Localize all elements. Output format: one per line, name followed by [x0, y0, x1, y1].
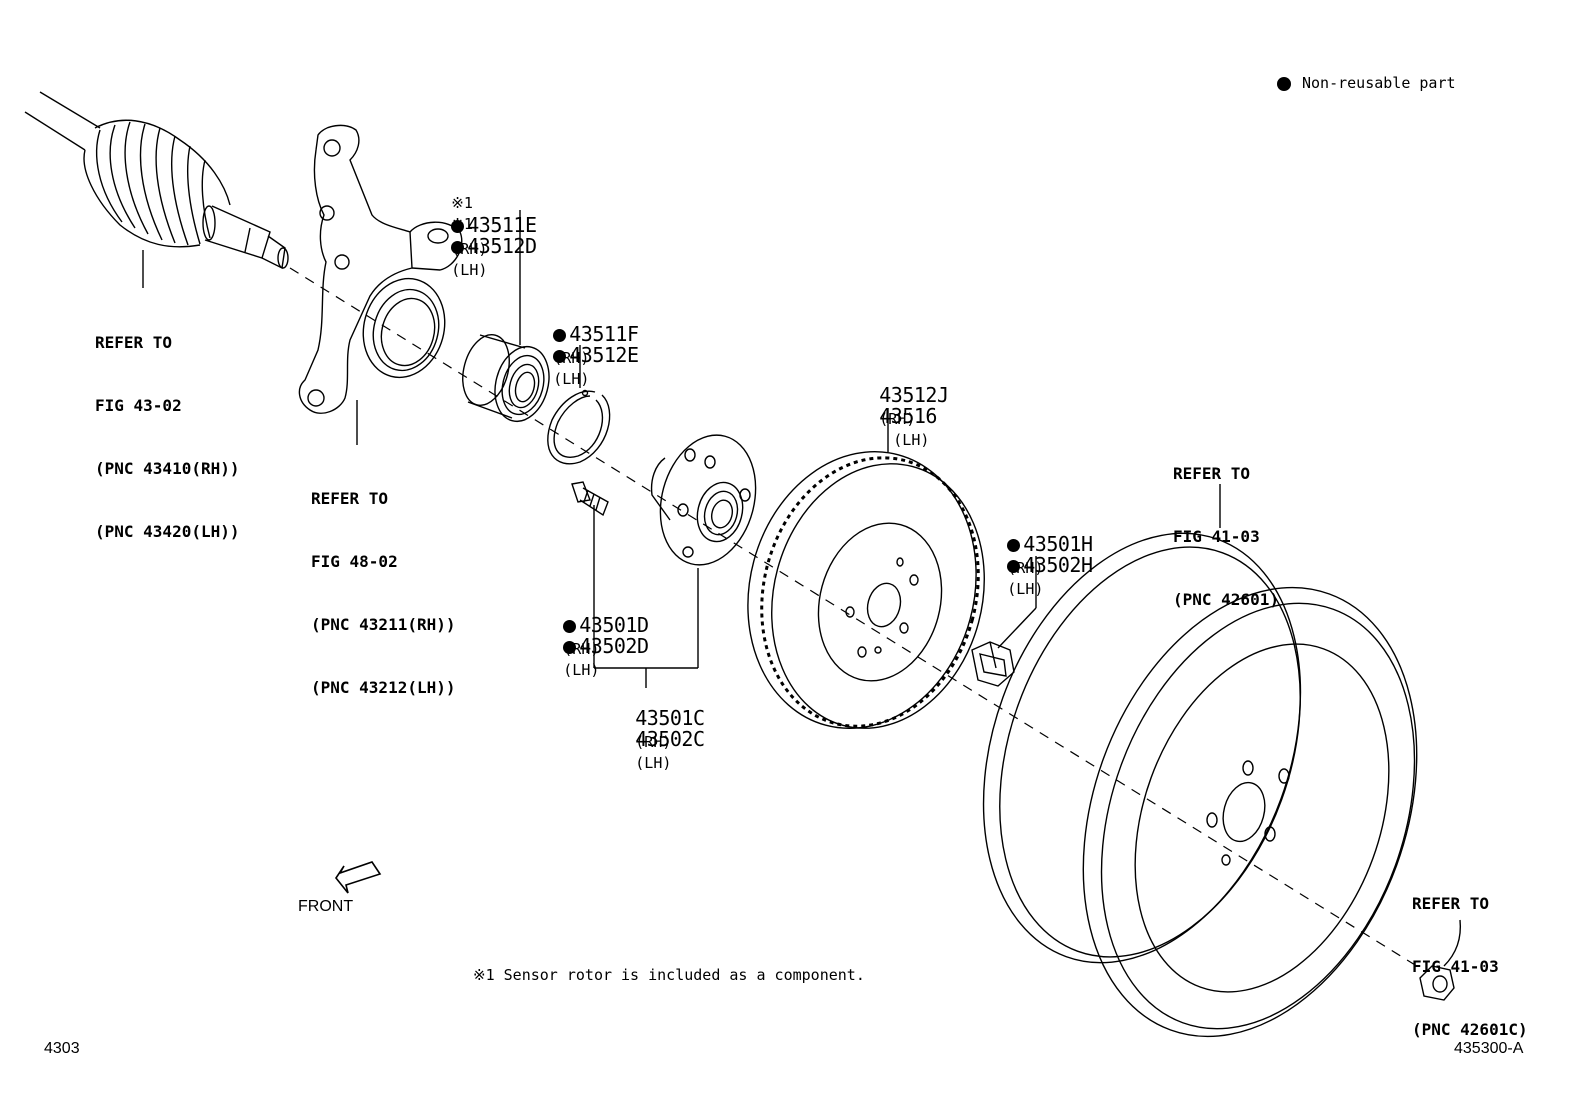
- label-43512D: ※1 43512D (LH): [432, 191, 537, 281]
- pnc: 43512D: [467, 234, 537, 258]
- side: (LH): [635, 754, 672, 772]
- non-reusable-bullet-icon: [553, 350, 567, 363]
- refer-line: (PNC 43212(LH)): [311, 678, 456, 697]
- front-label: FRONT: [298, 898, 354, 915]
- pnc: 43511E: [467, 213, 537, 237]
- non-reusable-bullet-icon: [563, 641, 577, 654]
- label-43516: 43516 (LH): [860, 383, 937, 451]
- snap-ring: [548, 345, 610, 464]
- side: (LH): [893, 431, 930, 449]
- mark-1: ※1: [451, 194, 473, 212]
- side: (LH): [553, 370, 590, 388]
- pnc: 43501C: [635, 706, 705, 730]
- hub-bolt: [572, 482, 698, 668]
- hub-bearing: [455, 210, 557, 427]
- side: (RH): [635, 733, 672, 751]
- refer-line: FIG 41-03: [1412, 957, 1499, 976]
- front-arrow-icon: [336, 862, 380, 893]
- pnc: 43512J: [879, 383, 949, 407]
- label-43502H: 43502H (LH): [988, 532, 1093, 600]
- pnc: 43511F: [569, 322, 639, 346]
- side: (LH): [1007, 580, 1044, 598]
- non-reusable-bullet-icon: [1277, 77, 1291, 91]
- mark-1: ※1: [451, 215, 473, 233]
- figure-code: 435300-A: [1454, 1040, 1524, 1057]
- assembly-axis-line: [290, 268, 1420, 968]
- disc-wheel: [927, 484, 1476, 1083]
- label-43502D: 43502D (LH): [544, 613, 649, 681]
- refer-line: (PNC 42601C): [1412, 1020, 1528, 1039]
- refer-line: REFER TO: [311, 489, 389, 508]
- pnc: 43512E: [569, 343, 639, 367]
- pnc: 43516: [879, 404, 937, 428]
- side: (RH): [879, 410, 916, 428]
- label-43501C: 43501C (RH): [616, 685, 705, 753]
- non-reusable-bullet-icon: [563, 620, 577, 633]
- footnote: ※1 Sensor rotor is included as a compone…: [473, 966, 865, 984]
- non-reusable-bullet-icon: [451, 220, 465, 233]
- side: (LH): [563, 661, 600, 679]
- refer-line: (PNC 42601): [1173, 590, 1279, 609]
- refer-line: REFER TO: [95, 333, 173, 352]
- non-reusable-bullet-icon: [553, 329, 567, 342]
- refer-line: (PNC 43211(RH)): [311, 615, 456, 634]
- refer-wheel[interactable]: REFER TO FIG 41-03 (PNC 42601): [1173, 421, 1279, 631]
- pnc: 43502C: [635, 727, 705, 751]
- refer-knuckle[interactable]: REFER TO FIG 48-02 (PNC 43211(RH)) (PNC …: [311, 446, 456, 719]
- refer-wheel-nut[interactable]: REFER TO FIG 41-03 (PNC 42601C): [1412, 851, 1528, 1061]
- label-43512E: 43512E (LH): [534, 322, 639, 390]
- pnc: 43502D: [579, 634, 649, 658]
- pnc: 43502H: [1023, 553, 1093, 577]
- refer-line: FIG 41-03: [1173, 527, 1260, 546]
- refer-line: (PNC 43410(RH)): [95, 459, 240, 478]
- side: (LH): [451, 261, 488, 279]
- pnc: 43501H: [1023, 532, 1093, 556]
- brake-disc: [718, 408, 1014, 754]
- non-reusable-bullet-icon: [1007, 560, 1021, 573]
- page-code: 4303: [44, 1040, 80, 1057]
- axle-hub: [646, 424, 770, 688]
- label-43502C: 43502C (LH): [616, 706, 705, 774]
- label-43512J: 43512J (RH): [860, 362, 949, 430]
- refer-line: FIG 43-02: [95, 396, 182, 415]
- refer-driveshaft[interactable]: REFER TO FIG 43-02 (PNC 43410(RH)) (PNC …: [95, 290, 240, 563]
- refer-line: REFER TO: [1173, 464, 1251, 483]
- drive-shaft: [25, 92, 288, 288]
- non-reusable-bullet-icon: [451, 241, 465, 254]
- refer-line: REFER TO: [1412, 894, 1490, 913]
- legend-text: Non-reusable part: [1302, 74, 1456, 92]
- refer-line: (PNC 43420(LH)): [95, 522, 240, 541]
- non-reusable-bullet-icon: [1007, 539, 1021, 552]
- wheel-nut: [1420, 920, 1460, 1000]
- refer-line: FIG 48-02: [311, 552, 398, 571]
- pnc: 43501D: [579, 613, 649, 637]
